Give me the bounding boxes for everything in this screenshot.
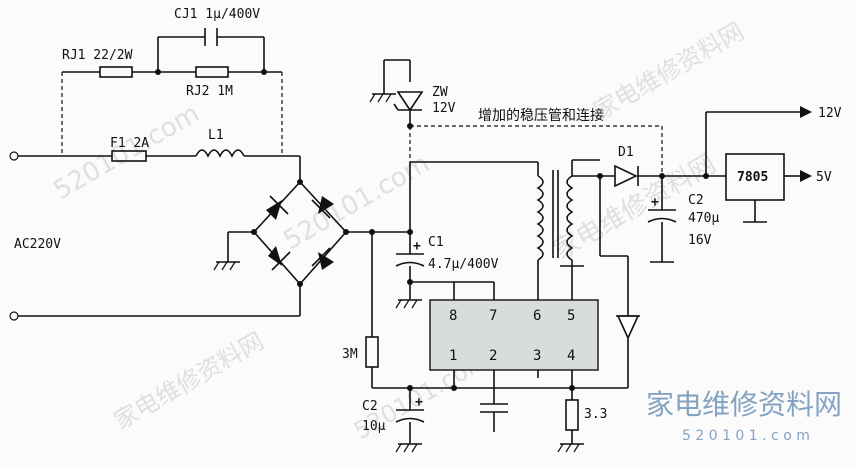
ic-pin-label: 4 (567, 348, 575, 364)
d1-label: D1 (618, 145, 634, 160)
ic-pin-label: 3 (533, 348, 541, 364)
ic-pin-label: 1 (449, 348, 457, 364)
inductor-l1 (195, 149, 245, 158)
zw-voltage: 12V (432, 101, 456, 116)
output-12v-label: 12V (818, 106, 842, 121)
svg-text:+: + (415, 395, 423, 410)
ac-input-label: AC220V (14, 237, 61, 252)
rj1-label: RJ1 22/2W (62, 48, 133, 63)
rj2-label: RJ2 1M (186, 84, 233, 99)
ac-terminal-bottom (9, 311, 19, 321)
c2-low-value: 10μ (362, 419, 386, 434)
watermark-cn: 家电维修资料网 (109, 327, 268, 435)
l1-label: L1 (208, 128, 224, 143)
zener-diode-zw (396, 91, 424, 112)
c1-value: 4.7μ/400V (428, 257, 499, 272)
ic-pin-label: 5 (567, 308, 575, 324)
svg-text:+: + (413, 239, 421, 254)
c2-output-value: 470μ (688, 211, 719, 226)
ic-pin-label: 6 (533, 308, 541, 324)
f1-label: F1 2A (110, 136, 149, 151)
annotation-note: 增加的稳压管和连接 (478, 107, 604, 124)
transformer-secondary (566, 175, 574, 261)
output-5v-label: 5V (816, 170, 832, 185)
r3m-label: 3M (342, 347, 358, 362)
site-logo: 家电维修资料网 5 2 0 1 0 1 . c o m (646, 388, 842, 444)
watermark-group: 520101.com 520101.com 家电维修资料网 家电维修资料网 家电… (49, 17, 749, 445)
resistor-3-3 (565, 399, 579, 431)
c2-output-voltage: 16V (688, 233, 712, 248)
logo-text: 家电维修资料网 (646, 388, 842, 421)
bridge-rectifier (251, 179, 349, 287)
logo-url: 5 2 0 1 0 1 . c o m (682, 428, 810, 444)
cj1-label: CJ1 1μ/400V (174, 7, 260, 22)
transformer-primary (536, 175, 544, 261)
watermark-url: 520101.com (279, 149, 435, 257)
ic-pin-label: 2 (489, 348, 497, 364)
ic-pin-label: 7 (489, 308, 497, 324)
watermark-url: 520101.com (49, 99, 205, 207)
watermark-cn: 家电维修资料网 (589, 17, 748, 125)
resistor-rj2 (195, 66, 229, 78)
ac-terminal-top (9, 151, 19, 161)
feedback-diode (616, 315, 640, 340)
diode-d1 (614, 164, 638, 188)
r33-label: 3.3 (584, 407, 607, 422)
regulator-label: 7805 (737, 170, 768, 185)
c1-label: C1 (428, 235, 444, 250)
c2-output-label: C2 (688, 193, 704, 208)
svg-text:+: + (651, 195, 659, 210)
c2-low-label: C2 (362, 399, 378, 414)
resistor-rj1 (99, 66, 133, 78)
zw-label: ZW (432, 85, 448, 100)
ic-chip (429, 299, 599, 371)
ic-pin-label: 8 (449, 308, 457, 324)
resistor-3m (365, 336, 379, 368)
